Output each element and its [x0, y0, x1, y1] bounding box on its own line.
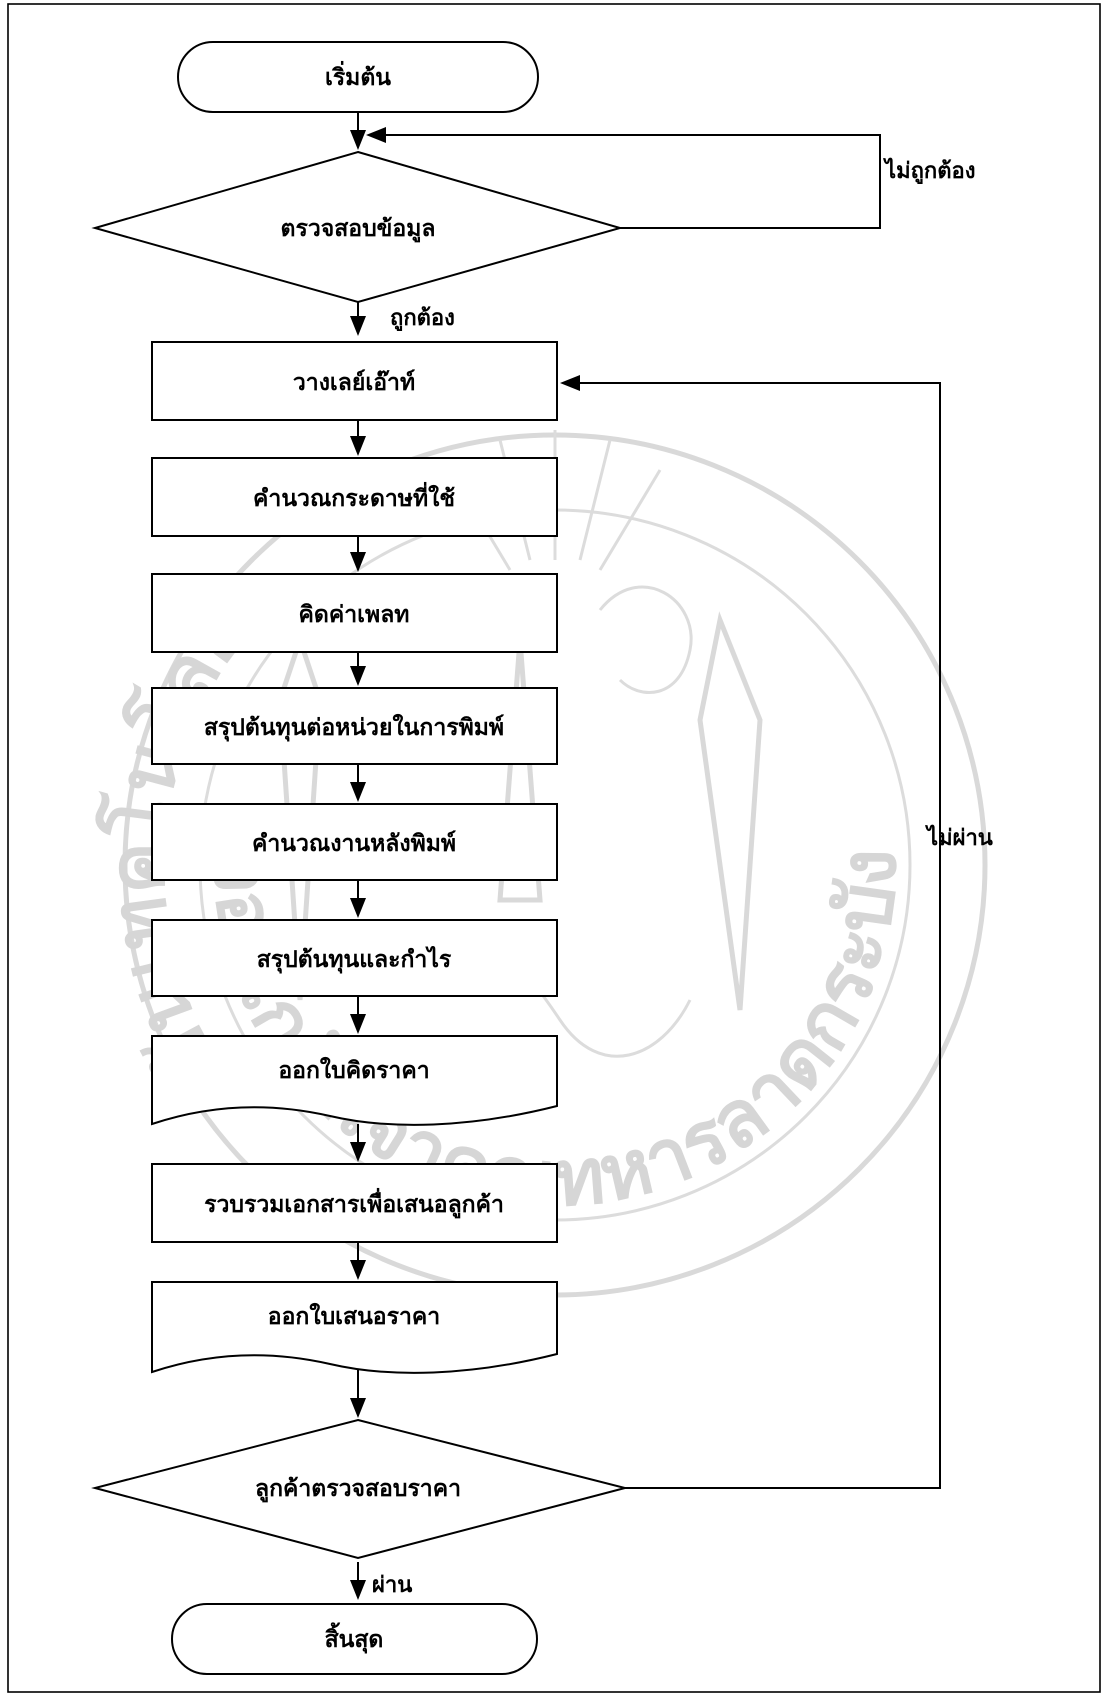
- terminator-shape: [177, 41, 539, 113]
- document-shape: [151, 1281, 558, 1374]
- end-label: สิ้นสุด: [325, 1622, 384, 1654]
- customer-check-label: ลูกค้าตรวจสอบราคา: [255, 1476, 461, 1503]
- node-check-data: ตรวจสอบข้อมูล: [91, 150, 624, 304]
- node-cost-profit: สรุปต้นทุนและกำไร: [151, 919, 558, 997]
- plate-cost-label: คิดค่าเพลท: [299, 602, 410, 628]
- process-shape: [151, 1163, 558, 1243]
- process-shape: [151, 457, 558, 537]
- edge-label-pass: ผ่าน: [372, 1573, 412, 1598]
- terminator-shape: [171, 1603, 538, 1675]
- node-estimate-doc: ออกใบคิดราคา: [151, 1035, 558, 1126]
- calc-paper-label: คำนวณกระดาษที่ใช้: [253, 481, 455, 512]
- document-shape: [151, 1035, 558, 1126]
- node-unit-cost: สรุปต้นทุนต่อหน่วยในการพิมพ์: [151, 687, 558, 765]
- node-calc-paper: คำนวณกระดาษที่ใช้: [151, 457, 558, 537]
- unit-cost-label: สรุปต้นทุนต่อหน่วยในการพิมพ์: [204, 713, 504, 742]
- layout-label: วางเลย์เอ๊าท์: [293, 369, 415, 396]
- node-customer-check: ลูกค้าตรวจสอบราคา: [91, 1418, 629, 1560]
- node-gather-docs: รวบรวมเอกสารเพื่อเสนอลูกค้า: [151, 1163, 558, 1243]
- process-shape: [151, 803, 558, 881]
- post-press-label: คำนวณงานหลังพิมพ์: [252, 830, 456, 857]
- node-layout: วางเลย์เอ๊าท์: [151, 341, 558, 421]
- edge-label-not-pass: ไม่ผ่าน: [925, 824, 993, 851]
- cost-profit-label: สรุปต้นทุนและกำไร: [257, 945, 452, 974]
- node-post-press: คำนวณงานหลังพิมพ์: [151, 803, 558, 881]
- gather-docs-label: รวบรวมเอกสารเพื่อเสนอลูกค้า: [204, 1187, 504, 1219]
- edge-label-incorrect: ไม่ถูกต้อง: [883, 157, 975, 185]
- edge-label-correct: ถูกต้อง: [390, 306, 455, 332]
- decision-shape: [91, 150, 624, 304]
- quotation-doc-label: ออกใบเสนอราคา: [268, 1302, 440, 1330]
- page-frame: [7, 3, 1101, 1693]
- estimate-doc-label: ออกใบคิดราคา: [278, 1056, 429, 1084]
- connectors: [350, 110, 941, 1600]
- process-shape: [151, 687, 558, 765]
- start-label: เริ่มต้น: [325, 60, 391, 91]
- process-shape: [151, 919, 558, 997]
- node-end: สิ้นสุด: [171, 1603, 538, 1675]
- check-data-label: ตรวจสอบข้อมูล: [281, 216, 436, 243]
- decision-shape: [91, 1418, 629, 1560]
- node-quotation-doc: ออกใบเสนอราคา: [151, 1281, 558, 1374]
- process-shape: [151, 573, 558, 653]
- node-start: เริ่มต้น: [177, 41, 539, 113]
- node-plate-cost: คิดค่าเพลท: [151, 573, 558, 653]
- process-shape: [151, 341, 558, 421]
